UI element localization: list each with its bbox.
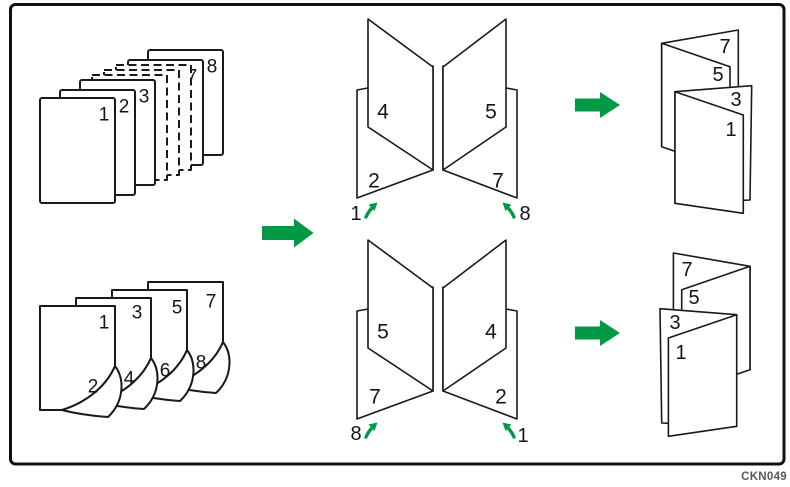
page-number: 5 <box>172 298 183 319</box>
page-number: 1 <box>675 342 686 364</box>
flow-arrow-main <box>262 218 314 248</box>
booklet-sheet-1 <box>674 90 745 215</box>
wrap-arrow-ne-head <box>368 422 378 431</box>
page-number: 7 <box>719 36 730 58</box>
figure-caption: CKN049 <box>741 471 787 483</box>
booklet-sheet-1 <box>667 313 738 438</box>
page-number: 4 <box>377 101 389 124</box>
wrap-arrow-ne-head <box>368 202 378 211</box>
flow-arrow-top <box>575 92 620 118</box>
wrap-arrow-ne <box>364 205 375 219</box>
page-number: 2 <box>119 97 130 118</box>
page-number: 2 <box>88 377 99 398</box>
duplex-stack: 7 8 5 6 3 4 1 2 <box>39 281 231 418</box>
page-number: 7 <box>681 259 692 281</box>
fold-left-front-panel <box>367 18 434 171</box>
wrap-arrow-nw-head <box>502 422 512 431</box>
page-number: 1 <box>350 203 361 225</box>
folded-pair-top: 4 2 5 7 1 8 <box>350 18 531 225</box>
page-number: 5 <box>712 64 723 86</box>
page-number: 7 <box>187 67 198 88</box>
fold-right-front-panel <box>442 18 507 171</box>
booklet-bottom: 7 5 3 1 <box>659 252 751 438</box>
page-number: 1 <box>99 105 110 126</box>
fold-right-front-panel <box>442 239 507 392</box>
page-number: 6 <box>160 361 171 382</box>
page-curl <box>61 365 123 418</box>
page-number: 5 <box>485 101 497 124</box>
wrap-arrow-nw <box>505 205 516 219</box>
page-number: 7 <box>206 292 217 313</box>
diagram-border <box>9 3 786 466</box>
page-number: 8 <box>350 423 361 445</box>
page-number: 3 <box>139 87 150 108</box>
fold-left-front-panel <box>367 239 434 392</box>
collated-page-1 <box>39 97 116 204</box>
page-number: 2 <box>368 170 380 193</box>
page-number: 1 <box>99 313 110 334</box>
page-number: 3 <box>669 312 680 334</box>
wrap-arrow-ne <box>364 425 375 439</box>
page-number: 1 <box>725 119 736 141</box>
page-number: 5 <box>377 321 389 344</box>
page-number: 3 <box>730 89 741 111</box>
booklet-top: 7 5 3 1 <box>660 29 753 215</box>
page-number: 4 <box>124 369 135 390</box>
page-number: 5 <box>688 287 699 309</box>
page-number: 4 <box>485 321 497 344</box>
page-number: 2 <box>495 386 507 409</box>
folded-pair-bottom: 5 7 4 2 8 1 <box>350 239 529 447</box>
collated-stack: 8 7 3 2 1 <box>39 49 224 204</box>
page-number: 8 <box>196 353 207 374</box>
wrap-arrow-nw <box>505 425 516 439</box>
flow-arrow-bottom <box>575 320 620 346</box>
wrap-arrow-nw-head <box>502 202 512 211</box>
page-number: 7 <box>492 170 504 193</box>
page-number: 3 <box>132 303 143 324</box>
page-number: 8 <box>519 203 530 225</box>
page-number: 1 <box>517 425 528 447</box>
page-number: 7 <box>369 386 381 409</box>
page-number: 8 <box>207 57 218 78</box>
